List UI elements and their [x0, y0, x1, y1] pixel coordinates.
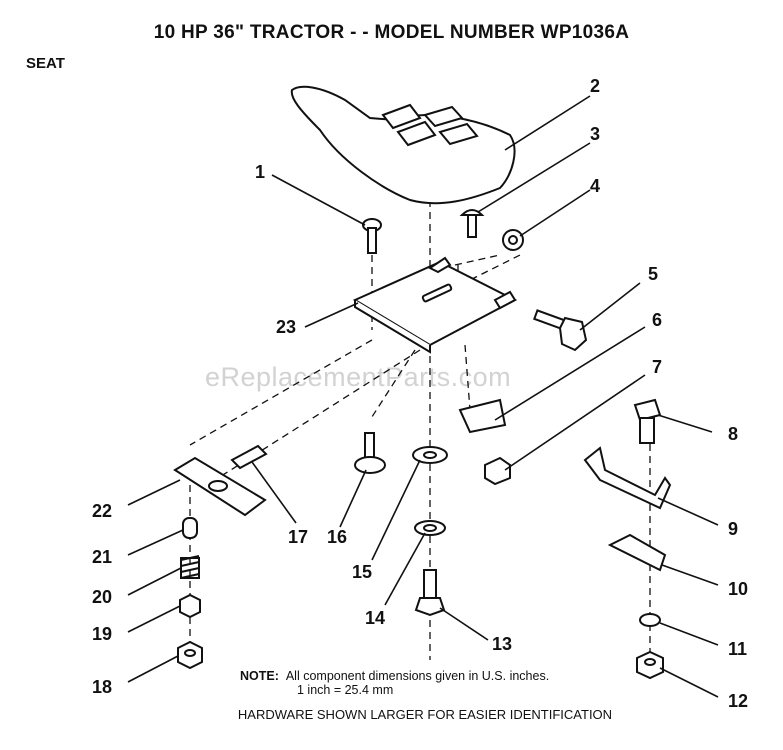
section-label: SEAT	[26, 55, 65, 72]
bolt-part-13	[414, 569, 446, 617]
callout-14: 14	[365, 608, 385, 628]
callout-4: 4	[590, 176, 600, 196]
callout-12: 12	[728, 691, 748, 711]
callout-22: 22	[92, 501, 112, 521]
callout-15: 15	[352, 562, 372, 582]
screw-part	[459, 209, 485, 238]
page-title: 10 HP 36" TRACTOR - - MODEL NUMBER WP103…	[153, 22, 630, 43]
watermark: eReplacementParts.com	[205, 362, 512, 392]
pin-part	[182, 517, 198, 539]
callout-2: 2	[590, 76, 600, 96]
nut-part-18	[177, 640, 203, 670]
bolt-part	[633, 398, 662, 444]
pad-part	[230, 444, 268, 470]
callout-5: 5	[648, 264, 658, 284]
seat-plate-part	[352, 256, 518, 354]
callout-9: 9	[728, 519, 738, 539]
callout-8: 8	[728, 424, 738, 444]
washer-part-14	[414, 520, 446, 536]
spring-clip-part	[607, 533, 667, 572]
latch-plate-part	[173, 456, 267, 517]
note-line-2: 1 inch = 25.4 mm	[297, 683, 394, 697]
seat-part	[290, 85, 516, 205]
callout-1: 1	[255, 162, 265, 182]
callout-16: 16	[327, 527, 347, 547]
leader-lines	[127, 95, 719, 698]
callout-19: 19	[92, 624, 112, 644]
callout-18: 18	[92, 677, 112, 697]
callout-10: 10	[728, 579, 748, 599]
callout-6: 6	[652, 310, 662, 330]
clip-part	[458, 398, 507, 434]
note-label: NOTE:	[240, 669, 279, 683]
callout-11: 11	[728, 639, 747, 659]
carriage-bolt-part	[362, 218, 382, 254]
callout-17: 17	[288, 527, 308, 547]
callout-21: 21	[92, 547, 112, 567]
nut-part-19	[179, 593, 201, 619]
lock-nut-part	[484, 456, 511, 486]
callout-3: 3	[590, 124, 600, 144]
callout-labels: 1 2 3 4 5 6 7 8 9 10 11 12 13 14 15 16 1…	[92, 76, 748, 711]
note-line-1: All component dimensions given in U.S. i…	[285, 669, 550, 683]
nut-part	[502, 229, 524, 251]
callout-23: 23	[276, 317, 296, 337]
hex-bolt-part	[533, 309, 588, 352]
callout-20: 20	[92, 587, 112, 607]
shoulder-bolt-part	[354, 432, 386, 474]
hardware-footnote: HARDWARE SHOWN LARGER FOR EASIER IDENTIF…	[237, 707, 613, 722]
callout-7: 7	[652, 357, 662, 377]
callout-13: 13	[492, 634, 512, 654]
washer-part-11	[639, 613, 661, 627]
nut-part-12	[636, 650, 664, 680]
washer-part-15	[412, 446, 448, 464]
bracket-part	[583, 446, 672, 510]
dimension-note: NOTE: All component dimensions given in …	[240, 669, 549, 697]
